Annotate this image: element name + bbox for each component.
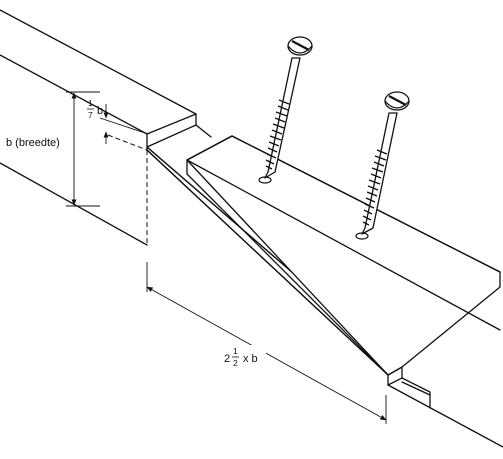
length-label-var: x b bbox=[243, 353, 258, 365]
length-label-denominator: 2 bbox=[233, 358, 238, 368]
offset-label-numerator: 1 bbox=[88, 98, 93, 108]
width-label: b (breedte) bbox=[4, 134, 68, 150]
offset-label-denominator: 7 bbox=[88, 110, 93, 120]
length-label: 2 1 2 x b bbox=[222, 345, 266, 368]
length-label-numerator: 1 bbox=[233, 346, 238, 356]
length-dimension bbox=[146, 286, 387, 421]
length-label-whole: 2 bbox=[224, 353, 230, 365]
offset-label: 1 7 b bbox=[87, 98, 103, 120]
right-board bbox=[186, 135, 503, 448]
screw-1 bbox=[258, 36, 313, 184]
offset-label-var: b bbox=[97, 105, 103, 117]
offset-dimension bbox=[99, 104, 149, 144]
width-label-text: b (breedte) bbox=[6, 137, 60, 149]
left-board bbox=[0, 9, 197, 246]
screw-2 bbox=[355, 91, 410, 240]
